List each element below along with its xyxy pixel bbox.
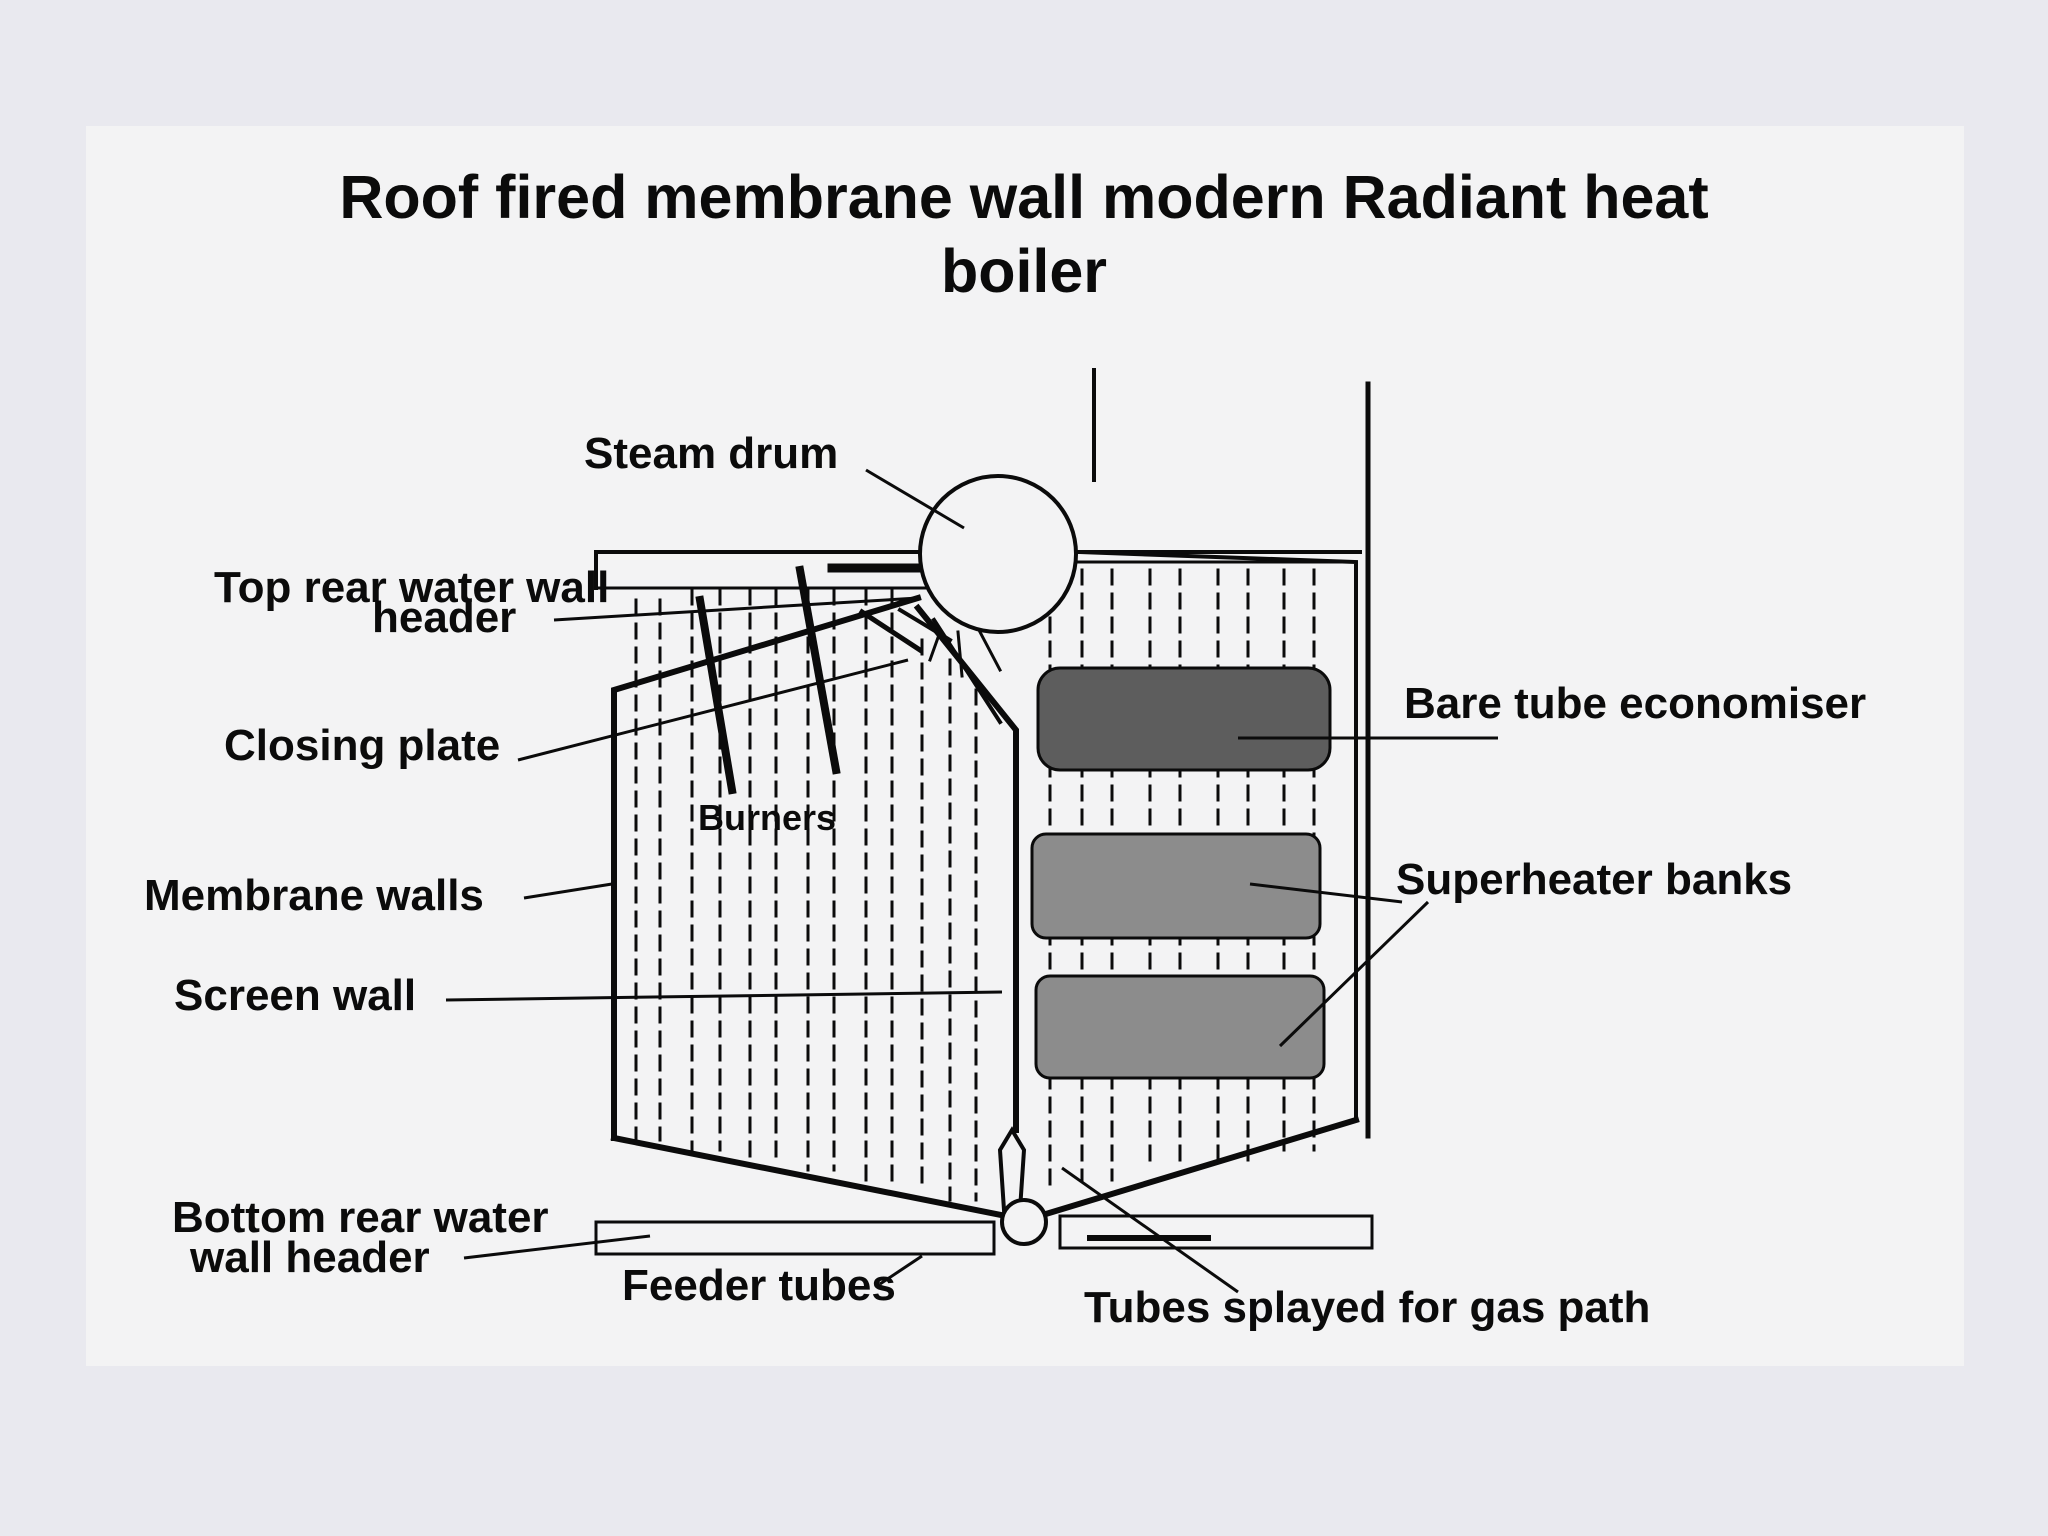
leader-superheater-2: [1278, 900, 1430, 1048]
downcomer-2: [956, 630, 964, 678]
title-line-1: Roof fired membrane wall modern Radiant …: [339, 163, 1709, 231]
leader-feeder-tubes: [879, 1254, 923, 1286]
membrane-wall-left: [611, 594, 922, 1141]
splayed-tube-right: [1022, 1116, 1360, 1224]
label-top-rear-header-1: Top rear water wall: [214, 563, 609, 612]
screen-wall: [913, 603, 1019, 1133]
leader-steam-drum: [865, 468, 965, 530]
steam-drum: [918, 474, 1078, 634]
leader-lines: [445, 468, 1498, 1294]
leader-tubes-splayed: [1061, 1166, 1239, 1294]
splayed-tube-left: [610, 1134, 1030, 1224]
closing-plate: [858, 608, 924, 654]
leader-superheater-1: [1249, 882, 1403, 904]
diagram-title: Roof fired membrane wall modern Radiant …: [0, 160, 2048, 308]
bare-tube-economiser-bank: [1036, 666, 1332, 772]
label-tubes-splayed: Tubes splayed for gas path: [1084, 1283, 1650, 1332]
label-bottom-rear-header-2: wall header: [189, 1233, 430, 1282]
label-steam-drum: Steam drum: [584, 429, 838, 478]
leader-closing-plate: [517, 658, 909, 762]
label-membrane-walls: Membrane walls: [144, 871, 484, 920]
superheater-bank-1: [1030, 832, 1322, 940]
feeder-tube-fork: [997, 1126, 1027, 1213]
label-bare-tube-economiser: Bare tube economiser: [1404, 679, 1866, 728]
label-superheater-banks: Superheater banks: [1396, 855, 1792, 904]
bottom-header-right: [1058, 1214, 1374, 1250]
leader-bottom-rear-header: [463, 1234, 651, 1260]
label-screen-wall: Screen wall: [174, 971, 416, 1020]
label-feeder-tubes: Feeder tubes: [622, 1261, 896, 1310]
right-wall-roof: [1075, 549, 1358, 1122]
leader-membrane-walls: [523, 882, 613, 900]
burner-1: [695, 595, 737, 795]
downcomer-3: [977, 629, 1003, 673]
label-bottom-rear-header-1: Bottom rear water: [172, 1193, 549, 1242]
bottom-rear-header-left: [594, 1220, 996, 1256]
bottom-feeder-header: [1000, 1198, 1048, 1246]
leader-screen-wall: [445, 990, 1003, 1002]
title-line-2: boiler: [940, 237, 1108, 305]
downcomer-1: [928, 630, 942, 662]
membrane-tube-lines: [634, 588, 978, 1202]
burner-2: [795, 565, 841, 775]
superheater-bank-2: [1034, 974, 1326, 1080]
label-closing-plate: Closing plate: [224, 721, 500, 770]
leader-top-rear-header: [553, 596, 919, 622]
closing-plate-2: [897, 607, 953, 643]
label-burners: Burners: [698, 797, 836, 838]
label-top-rear-header-2: header: [372, 593, 516, 642]
